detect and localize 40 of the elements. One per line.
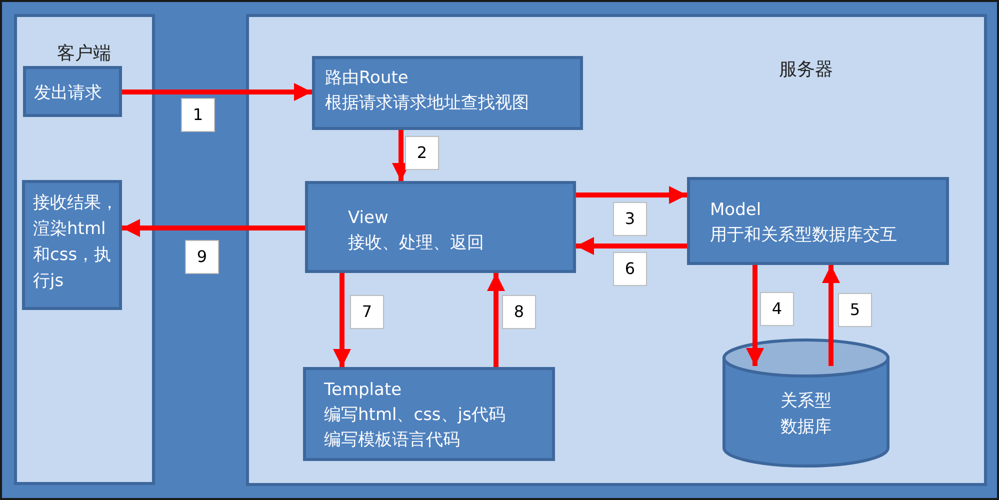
edge-label: 6 (613, 252, 647, 286)
edge-label: 3 (613, 202, 647, 236)
database-cylinder (722, 338, 890, 468)
box-text: 接收、处理、返回 (348, 232, 484, 255)
arrow (822, 265, 840, 366)
edge-label: 4 (760, 292, 794, 326)
server-panel (246, 14, 987, 486)
box-text: 接收结果，渲染html和css，执行js (33, 192, 119, 293)
process-box (22, 180, 122, 310)
box-text: 编写html、css、js代码 (324, 404, 506, 427)
process-box (303, 367, 555, 461)
edge-label: 9 (185, 240, 219, 274)
process-box (312, 56, 583, 130)
box-text: 用于和关系型数据库交互 (710, 224, 897, 247)
arrow (576, 186, 687, 204)
database-label: 关系型数据库 (780, 390, 832, 439)
box-text: 发出请求 (34, 82, 102, 105)
box-heading: 路由Route (325, 67, 410, 90)
client-panel (14, 14, 155, 485)
box-heading: Model (710, 199, 762, 222)
arrow (122, 83, 312, 101)
arrow (122, 219, 305, 237)
edge-label: 5 (838, 293, 872, 327)
process-box (23, 66, 122, 117)
arrow (746, 265, 764, 366)
edge-label: 7 (350, 295, 384, 329)
arrow (487, 273, 505, 367)
panel-title: 客户端 (57, 42, 111, 65)
edge-label: 8 (502, 295, 536, 329)
process-box (687, 177, 949, 265)
process-box (305, 181, 576, 273)
box-text: 根据请求请求地址查找视图 (325, 92, 529, 115)
arrow (333, 273, 351, 367)
edge-label: 1 (181, 98, 215, 132)
arrow (576, 237, 687, 255)
edge-label: 2 (405, 136, 439, 170)
box-text: 编写模板语言代码 (324, 429, 461, 452)
panel-title: 服务器 (779, 58, 833, 81)
box-heading: Template (324, 379, 403, 402)
box-heading: View (348, 207, 390, 230)
